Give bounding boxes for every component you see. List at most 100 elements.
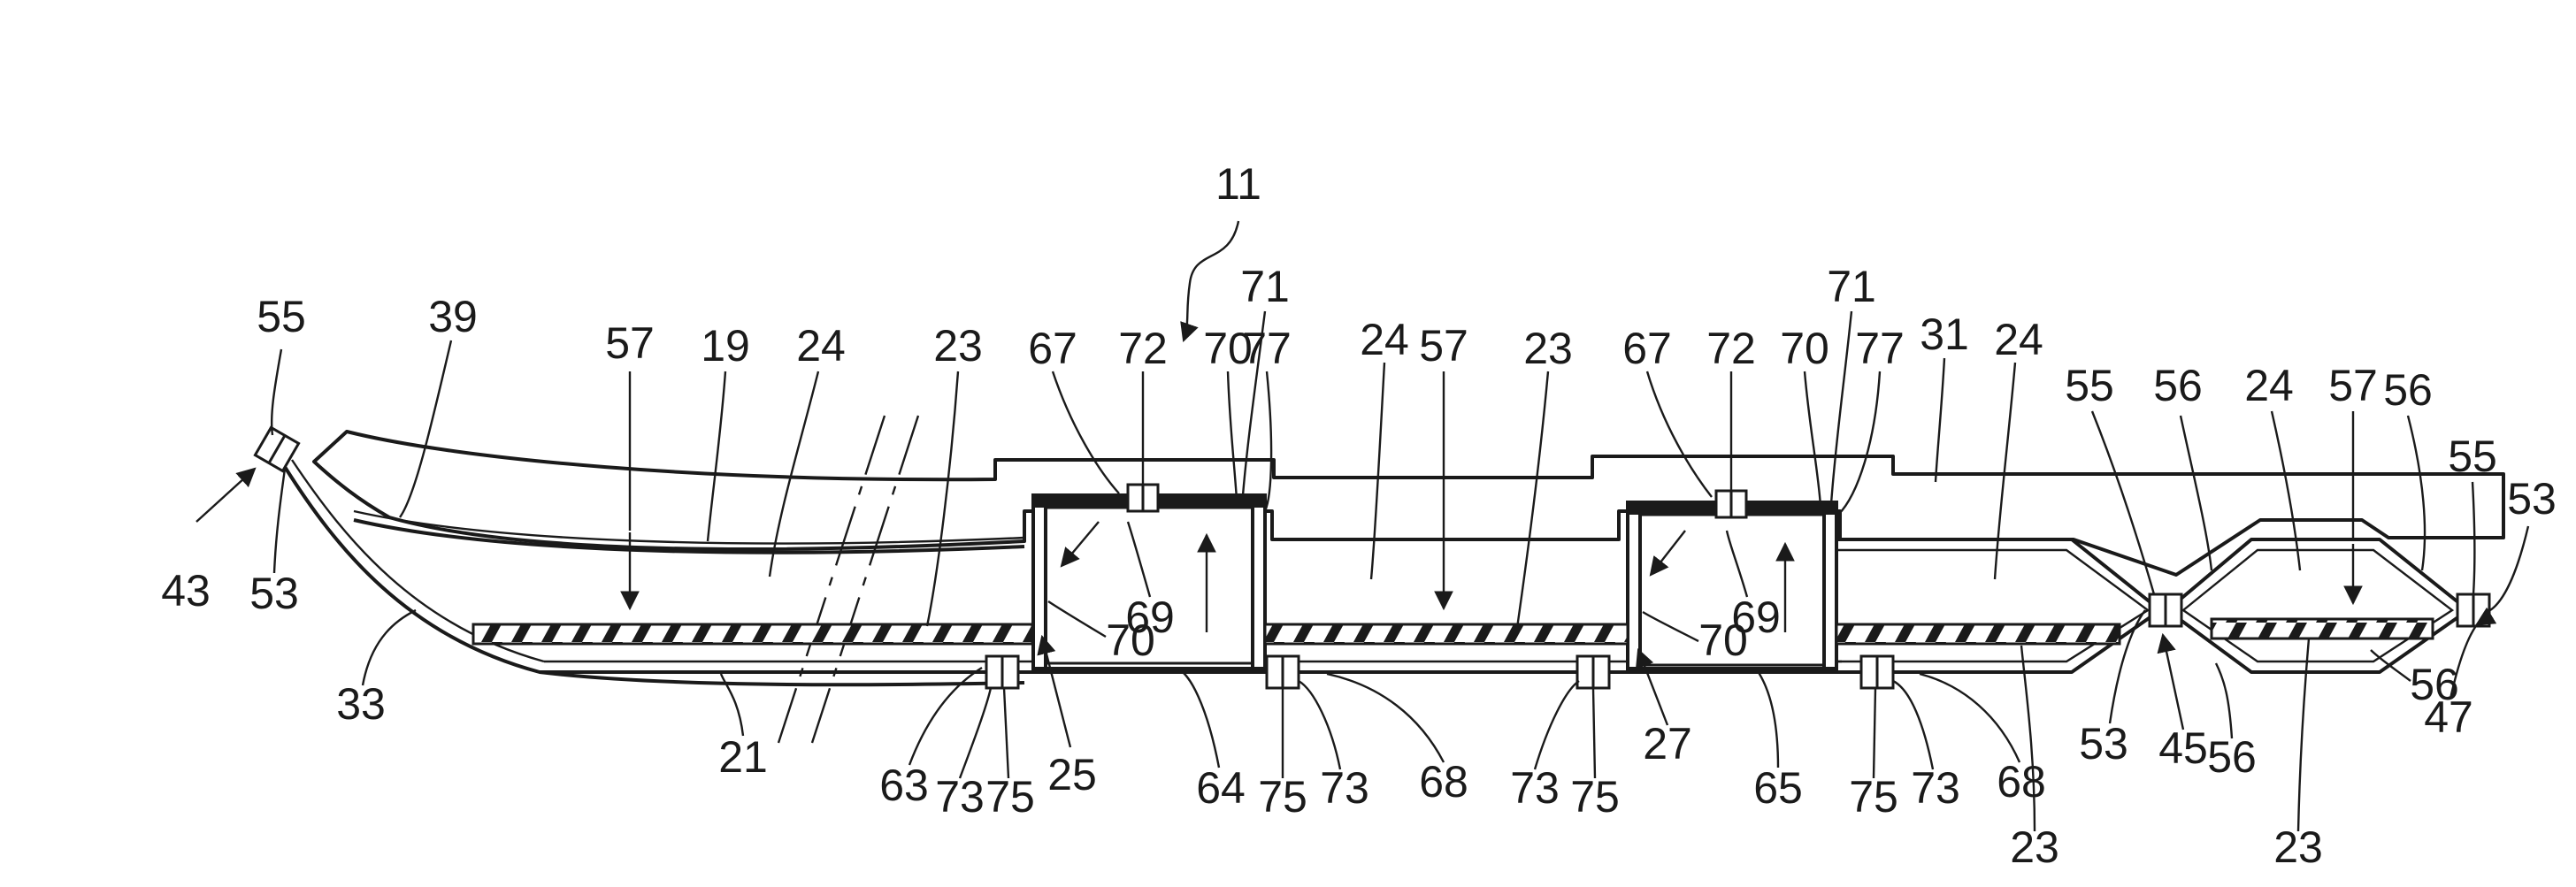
fastener-joint-55-mid xyxy=(2150,594,2181,626)
ref-label-73-a: 73 xyxy=(935,772,985,822)
ref-label-77-a: 77 xyxy=(1242,324,1292,373)
ref-label-57-b: 57 xyxy=(1419,321,1468,371)
leader-43 xyxy=(196,469,255,522)
ref-label-24-b: 24 xyxy=(1360,315,1409,364)
ref-label-57-a: 57 xyxy=(605,318,655,368)
ref-label-71-b: 71 xyxy=(1827,262,1876,311)
leader-56c xyxy=(2216,663,2232,738)
foam-cover-layer xyxy=(314,432,2503,575)
outer-skin-33 xyxy=(285,467,1024,684)
leader-31 xyxy=(1936,358,1944,482)
ref-label-25: 25 xyxy=(1047,750,1097,799)
leader-75c xyxy=(1593,688,1595,778)
leader-24b xyxy=(1371,363,1384,579)
leader-23b xyxy=(1517,371,1548,628)
leader-19 xyxy=(708,371,725,541)
ref-label-57-c: 57 xyxy=(2328,361,2378,410)
fastener-bottom-75b xyxy=(1267,656,1299,688)
ref-label-53-mid: 53 xyxy=(2079,719,2128,768)
ref-label-63: 63 xyxy=(879,761,929,810)
ref-label-45: 45 xyxy=(2158,723,2208,773)
ref-label-72-b: 72 xyxy=(1706,324,1756,373)
ref-label-75-d: 75 xyxy=(1849,772,1898,822)
leader-77b xyxy=(1838,371,1880,515)
leader-23d xyxy=(2298,638,2309,831)
leader-68a xyxy=(1327,674,1444,762)
ref-label-77-b: 77 xyxy=(1855,324,1905,373)
leader-33 xyxy=(363,610,416,685)
ref-label-53-left: 53 xyxy=(249,569,299,618)
ref-label-23-c: 23 xyxy=(2010,822,2059,872)
ref-label-68-b: 68 xyxy=(1997,757,2046,807)
leader-56b xyxy=(2408,416,2425,570)
ref-label-11: 11 xyxy=(1215,159,1261,209)
leader-67b xyxy=(1647,371,1712,497)
ref-label-71-a: 71 xyxy=(1240,262,1290,311)
striped-pad-23c xyxy=(1836,624,2120,644)
leader-64 xyxy=(1177,669,1219,768)
ref-label-24-c: 24 xyxy=(1994,315,2043,364)
ref-label-24-d: 24 xyxy=(2244,361,2294,410)
ref-label-75-a: 75 xyxy=(985,772,1035,822)
leader-70b xyxy=(1805,371,1821,506)
fastener-bottom-75c xyxy=(1577,656,1609,688)
leader-73a xyxy=(960,688,991,778)
ref-label-33: 33 xyxy=(336,679,386,729)
leader-24a xyxy=(770,371,818,577)
leader-11 xyxy=(1184,221,1238,340)
leader-73c xyxy=(1535,681,1579,769)
ref-label-23-b: 23 xyxy=(1523,324,1573,373)
ref-label-19: 19 xyxy=(701,321,750,371)
ref-label-75-b: 75 xyxy=(1258,772,1307,822)
ref-label-23-a: 23 xyxy=(933,321,983,371)
leader-24c xyxy=(1995,363,2015,579)
ref-label-47: 47 xyxy=(2424,692,2473,742)
leader-77a xyxy=(1265,371,1271,511)
leader-45 xyxy=(2163,635,2183,730)
fastener-joint-55-right xyxy=(2457,594,2489,626)
right-panel-45 xyxy=(1836,539,2160,672)
ref-label-73-c: 73 xyxy=(1510,763,1560,813)
leader-67a xyxy=(1053,371,1119,493)
ref-label-55-right: 55 xyxy=(2448,432,2497,481)
leader-68b xyxy=(1920,674,2020,762)
striped-pad-23b xyxy=(1265,624,1628,644)
leader-75d xyxy=(1874,688,1875,778)
fastener-top-72b xyxy=(1716,491,1746,517)
ref-label-64: 64 xyxy=(1196,763,1246,813)
leader-65 xyxy=(1756,669,1778,768)
ref-label-55-mid: 55 xyxy=(2065,361,2114,410)
leader-24d xyxy=(2272,411,2300,570)
leader-56a xyxy=(2181,416,2212,570)
fastener-bottom-75a xyxy=(986,656,1018,688)
ref-label-55-left: 55 xyxy=(257,292,306,341)
leader-73b xyxy=(1299,681,1340,769)
ref-label-56-a: 56 xyxy=(2153,361,2203,410)
leader-55-left xyxy=(272,349,281,435)
leader-73d xyxy=(1893,681,1933,769)
ref-label-43: 43 xyxy=(161,566,211,616)
ref-label-24-a: 24 xyxy=(796,321,846,371)
ref-label-67-a: 67 xyxy=(1028,324,1077,373)
striped-pad-23a xyxy=(473,624,1032,644)
ref-label-70-b: 70 xyxy=(1780,324,1829,373)
ref-label-72-a: 72 xyxy=(1118,324,1168,373)
leader-53-left xyxy=(274,469,285,573)
leader-39 xyxy=(400,340,451,517)
ref-label-70-c: 70 xyxy=(1106,616,1155,665)
ref-label-39: 39 xyxy=(428,292,478,341)
ref-label-67-b: 67 xyxy=(1622,324,1672,373)
ref-label-65: 65 xyxy=(1753,763,1803,813)
ref-label-73-d: 73 xyxy=(1911,763,1960,813)
fastener-joint-55-left xyxy=(255,427,298,470)
fastener-bottom-75d xyxy=(1861,656,1893,688)
ref-label-27: 27 xyxy=(1643,719,1692,768)
fastener-top-72a xyxy=(1128,485,1158,511)
leader-75a xyxy=(1004,688,1008,778)
ref-label-73-b: 73 xyxy=(1320,763,1369,813)
ref-label-56-b: 56 xyxy=(2383,365,2433,415)
ref-label-31: 31 xyxy=(1920,310,1969,359)
ref-label-21: 21 xyxy=(718,732,768,782)
leader-55-mid xyxy=(2092,411,2154,594)
